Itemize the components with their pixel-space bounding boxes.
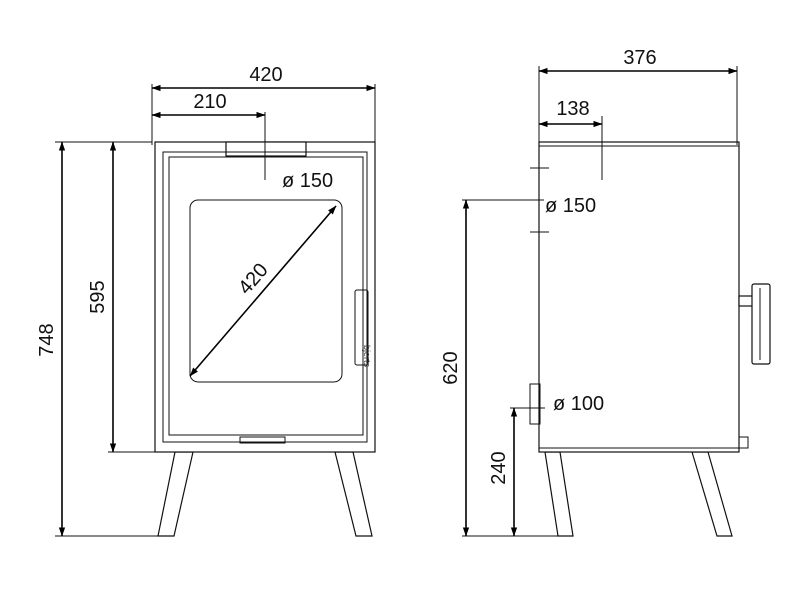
door-handle <box>354 289 369 366</box>
dim-glass-diagonal <box>189 205 337 377</box>
air-inlet <box>529 383 541 425</box>
front-legs <box>157 451 373 537</box>
flue-collar <box>225 141 307 157</box>
air-slider <box>239 436 286 444</box>
label-side-flue-height: 620 <box>440 351 462 384</box>
label-side-air-inlet-diameter: ø 100 <box>553 393 604 415</box>
label-front-width: 420 <box>249 64 282 86</box>
side-view <box>529 141 771 537</box>
label-side-depth: 376 <box>623 47 656 69</box>
brand-logo: bjerts <box>362 345 372 368</box>
side-body <box>538 141 740 453</box>
side-dimensions <box>462 67 738 537</box>
label-side-air-inlet-height: 240 <box>488 451 510 484</box>
label-side-flue-offset: 138 <box>556 98 589 120</box>
label-front-flue-diameter: ø 150 <box>282 170 333 192</box>
label-front-body-height: 595 <box>87 280 109 313</box>
front-view: bjerts <box>154 141 376 537</box>
front-dimensions <box>58 84 376 537</box>
door-inner <box>168 156 364 436</box>
label-front-total-height: 748 <box>36 323 58 356</box>
label-front-flue-offset: 210 <box>193 91 226 113</box>
side-handle <box>738 283 771 365</box>
side-legs <box>544 451 733 537</box>
label-side-flue-diameter: ø 150 <box>545 195 596 217</box>
